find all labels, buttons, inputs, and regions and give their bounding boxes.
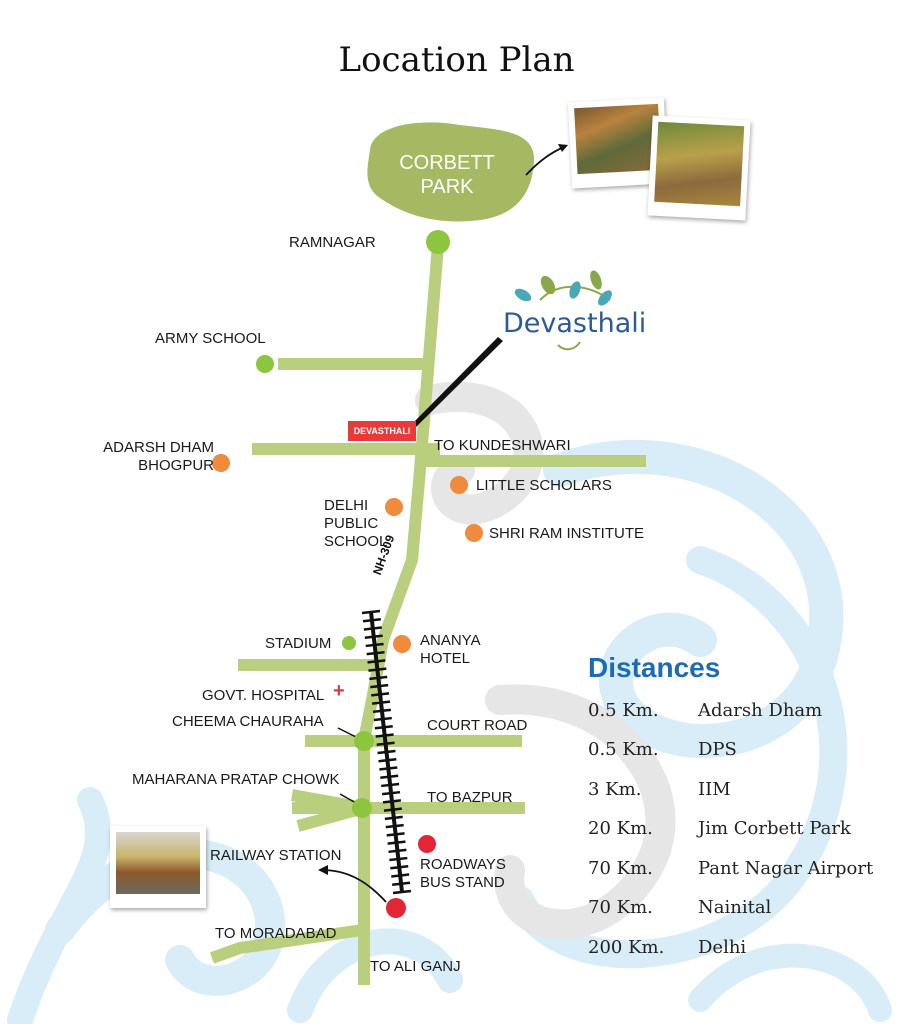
rail-tie xyxy=(361,609,381,615)
deer-photo-image xyxy=(654,121,745,207)
distance-row: 200 Km.Delhi xyxy=(588,937,747,958)
rail-tie xyxy=(392,889,412,895)
maharana-arrow xyxy=(339,793,357,804)
rail-tie xyxy=(371,700,391,705)
rail-tie xyxy=(381,782,400,788)
label-moradabad: TO MORADABAD xyxy=(215,925,337,942)
rail-tie xyxy=(363,626,382,631)
adarsh-dham-marker xyxy=(212,454,230,472)
ramnagar-marker xyxy=(426,230,450,254)
corbett-park-label: CORBETT PARK xyxy=(399,152,495,198)
rail-tie xyxy=(386,832,405,837)
army-school-marker xyxy=(256,355,274,373)
dps-marker xyxy=(385,498,403,516)
rail-tie xyxy=(384,815,403,821)
train-photo xyxy=(110,826,206,908)
rail-tie xyxy=(379,766,398,771)
moradabad-road xyxy=(209,924,363,964)
label-little-scholars: LITTLE SCHOLARS xyxy=(476,477,612,494)
rail-tie xyxy=(377,749,396,755)
label-ananya-hotel: ANANYA HOTEL xyxy=(420,632,481,667)
maharana-chowk-marker xyxy=(352,798,372,818)
cheema-arrow xyxy=(337,727,357,738)
distance-row: 0.5 Km.Adarsh Dham xyxy=(588,700,823,721)
rail-tie xyxy=(392,881,411,886)
label-kundeshwari: TO KUNDESHWARI xyxy=(434,437,571,454)
label-bazpur: TO BAZPUR xyxy=(427,789,513,806)
devasthali-logo-text: Devasthali xyxy=(503,308,647,339)
rail-tie xyxy=(366,650,385,656)
label-maharana-chowk: MAHARANA PRATAP CHOWK xyxy=(132,771,340,788)
rail-tie xyxy=(374,725,393,730)
rail-tie xyxy=(375,733,394,738)
rail-tie xyxy=(376,741,395,746)
page-title: Location Plan xyxy=(338,40,575,80)
site-pointer xyxy=(412,337,503,427)
rail-tie xyxy=(364,634,383,639)
rail-tie xyxy=(385,823,404,829)
rail-tie xyxy=(367,659,386,664)
rail-tie xyxy=(372,708,392,714)
label-army-school: ARMY SCHOOL xyxy=(155,330,266,347)
rail-tie xyxy=(378,758,397,763)
rail-tie xyxy=(391,873,410,878)
railway-line xyxy=(361,609,412,895)
label-govt-hospital: GOVT. HOSPITAL xyxy=(202,687,325,704)
label-ali-ganj: TO ALI GANJ xyxy=(370,958,461,975)
rail-tie xyxy=(373,716,392,722)
markers xyxy=(212,230,483,918)
deer-photo xyxy=(647,115,751,221)
label-shri-ram: SHRI RAM INSTITUTE xyxy=(489,525,645,542)
label-roadways-bus-stand: ROADWAYS BUS STAND xyxy=(420,856,506,891)
distances-heading: Distances xyxy=(588,652,721,683)
label-cheema-chauraha: CHEEMA CHAURAHA xyxy=(172,713,324,730)
railway-arrow xyxy=(321,869,387,903)
hospital-icon: + xyxy=(333,680,345,702)
roadways-marker xyxy=(418,835,436,853)
rail-tie xyxy=(390,865,409,870)
devasthali-site-badge: DEVASTHALI xyxy=(348,421,416,441)
railway-station-marker xyxy=(386,898,406,918)
label-adarsh-dham: ADARSH DHAM BHOGPUR xyxy=(103,439,214,474)
train-photo-image xyxy=(116,832,200,894)
rail-tie xyxy=(368,667,387,672)
ananya-hotel-marker xyxy=(393,635,411,653)
rail-tie xyxy=(382,799,402,804)
rail-tie xyxy=(381,790,401,796)
rail-tie xyxy=(383,807,402,812)
rail-tie xyxy=(387,840,406,845)
rail-tie xyxy=(380,774,399,779)
distance-row: 3 Km.IIM xyxy=(588,779,731,800)
shri-ram-marker xyxy=(465,524,483,542)
distance-row: 70 Km.Nainital xyxy=(588,897,772,918)
rail-tie xyxy=(388,848,407,854)
rail-tie xyxy=(365,642,384,648)
rail-tie xyxy=(371,692,390,697)
distance-row: 70 Km.Pant Nagar Airport xyxy=(588,858,874,879)
cheema-chauraha-marker xyxy=(354,731,374,751)
tiger-photo-image xyxy=(574,103,662,175)
label-dps: DELHI PUBLIC SCHOOL xyxy=(324,497,388,550)
rail-tie xyxy=(370,683,389,689)
rail-tie xyxy=(369,675,388,681)
label-railway-station: RAILWAY STATION xyxy=(210,847,342,864)
label-ramnagar: RAMNAGAR xyxy=(289,234,376,251)
stadium-marker xyxy=(342,636,356,650)
little-scholars-marker xyxy=(450,476,468,494)
rail-tie xyxy=(389,856,408,862)
distance-row: 20 Km.Jim Corbett Park xyxy=(588,818,851,839)
distance-row: 0.5 Km.DPS xyxy=(588,739,737,760)
rail-tie xyxy=(362,618,381,623)
label-stadium: STADIUM xyxy=(265,635,332,652)
label-court-road: COURT ROAD xyxy=(427,717,528,734)
corbett-park-area xyxy=(367,122,535,222)
brand-leaves-icon xyxy=(514,270,612,351)
